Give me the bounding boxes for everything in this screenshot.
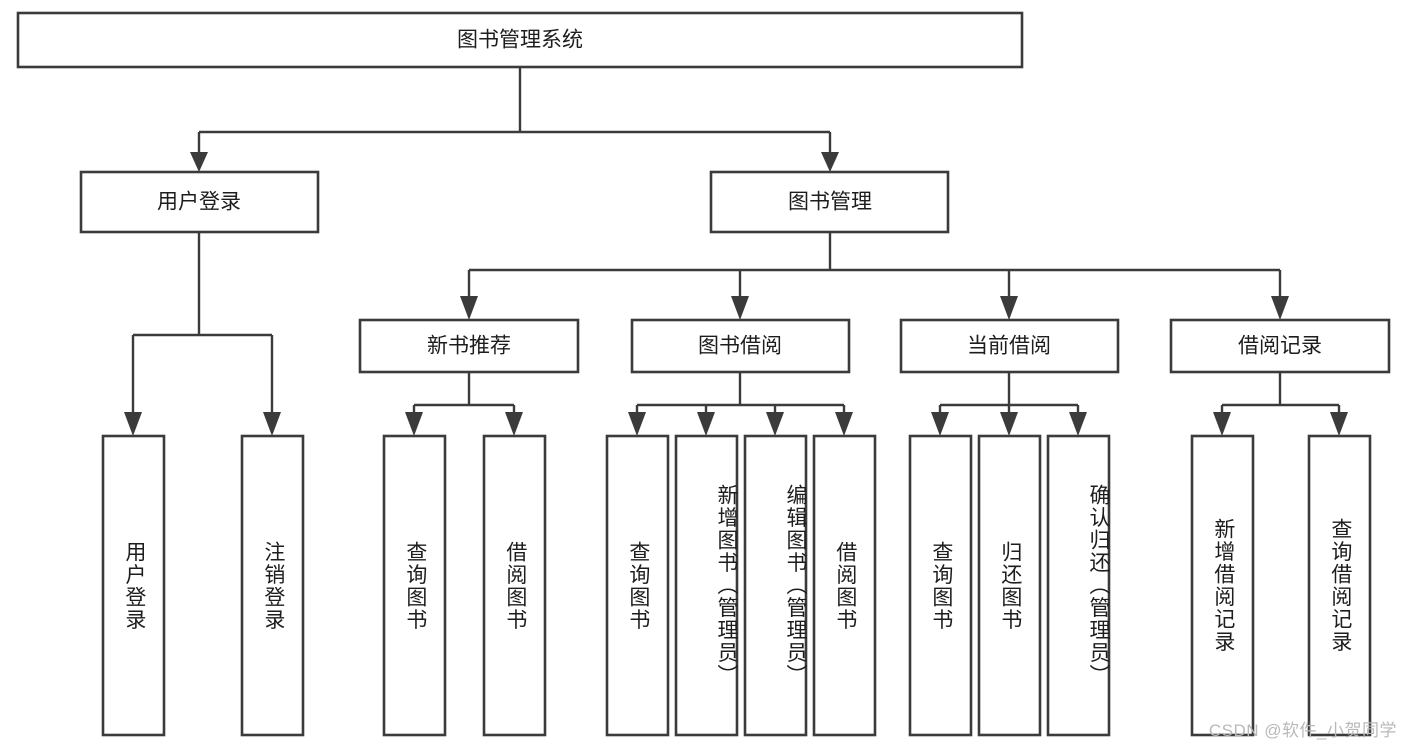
node-leaf-add-record-box[interactable] bbox=[1190, 434, 1255, 737]
connector-book-manage-to-level3 bbox=[460, 232, 1289, 320]
connector-current-borrow-to-leaves bbox=[931, 372, 1087, 436]
arrow-head-icon bbox=[1271, 296, 1289, 320]
csdn-watermark: CSDN @软件_小贺同学 bbox=[1208, 721, 1397, 740]
arrow-head-icon bbox=[405, 412, 423, 436]
node-leaf-borrow-book-2-box[interactable] bbox=[812, 434, 877, 737]
arrow-head-icon bbox=[124, 412, 142, 436]
node-user-login-label: 用户登录 bbox=[157, 191, 241, 214]
arrow-head-icon bbox=[263, 412, 281, 436]
node-leaf-logout-box[interactable] bbox=[240, 434, 305, 737]
node-leaf-query-record-box[interactable] bbox=[1307, 434, 1372, 737]
node-leaf-query-book-3-box[interactable] bbox=[908, 434, 973, 737]
node-leaf-query-book-1-box[interactable] bbox=[382, 434, 447, 737]
arrow-head-icon bbox=[628, 412, 646, 436]
node-book-manage-label: 图书管理 bbox=[788, 191, 872, 214]
node-leaf-borrow-book-1-box[interactable] bbox=[482, 434, 547, 737]
arrow-head-icon bbox=[460, 296, 478, 320]
node-leaf-confirm-return-box[interactable] bbox=[1046, 434, 1111, 737]
arrow-head-icon bbox=[835, 412, 853, 436]
arrow-head-icon bbox=[821, 152, 839, 172]
node-current-borrow[interactable]: 当前借阅 bbox=[899, 318, 1120, 374]
node-user-login-box[interactable] bbox=[79, 170, 320, 234]
node-user-login[interactable]: 用户登录 bbox=[79, 170, 320, 234]
node-book-borrow[interactable]: 图书借阅 bbox=[630, 318, 851, 374]
connector-root-to-level2 bbox=[190, 67, 839, 172]
node-leaf-edit-book-box[interactable] bbox=[743, 434, 808, 737]
arrow-head-icon bbox=[190, 152, 208, 172]
arrow-head-icon bbox=[1213, 412, 1231, 436]
arrow-head-icon bbox=[931, 412, 949, 436]
connector-book-borrow-to-leaves bbox=[628, 372, 853, 436]
connector-user-login-to-leaves bbox=[124, 232, 281, 436]
arrow-head-icon bbox=[697, 412, 715, 436]
arrow-head-icon bbox=[1069, 412, 1087, 436]
arrow-head-icon bbox=[766, 412, 784, 436]
arrow-head-icon bbox=[1000, 412, 1018, 436]
node-leaf-return-book-box[interactable] bbox=[977, 434, 1042, 737]
node-book-borrow-label: 图书借阅 bbox=[698, 335, 782, 358]
node-new-book-rec-label: 新书推荐 bbox=[427, 335, 511, 358]
connector-new-book-rec-to-leaves bbox=[405, 372, 523, 436]
node-leaf-add-book-box[interactable] bbox=[674, 434, 739, 737]
arrow-head-icon bbox=[731, 296, 749, 320]
arrow-head-icon bbox=[505, 412, 523, 436]
node-new-book-rec[interactable]: 新书推荐 bbox=[358, 318, 580, 374]
node-borrow-record-label: 借阅记录 bbox=[1238, 335, 1322, 358]
node-current-borrow-box[interactable] bbox=[899, 318, 1120, 374]
arrow-head-icon bbox=[1330, 412, 1348, 436]
node-root-box[interactable] bbox=[16, 11, 1024, 69]
node-leaf-query-book-2-box[interactable] bbox=[605, 434, 670, 737]
node-leaf-user-login-box[interactable] bbox=[101, 434, 166, 737]
connector-borrow-record-to-leaves bbox=[1213, 372, 1348, 436]
node-current-borrow-label: 当前借阅 bbox=[967, 335, 1051, 358]
node-root[interactable]: 图书管理系统 bbox=[16, 11, 1024, 69]
node-borrow-record[interactable]: 借阅记录 bbox=[1169, 318, 1391, 374]
arrow-head-icon bbox=[1000, 296, 1018, 320]
node-new-book-rec-box[interactable] bbox=[358, 318, 580, 374]
node-root-label: 图书管理系统 bbox=[457, 29, 583, 52]
node-book-manage[interactable]: 图书管理 bbox=[709, 170, 950, 234]
